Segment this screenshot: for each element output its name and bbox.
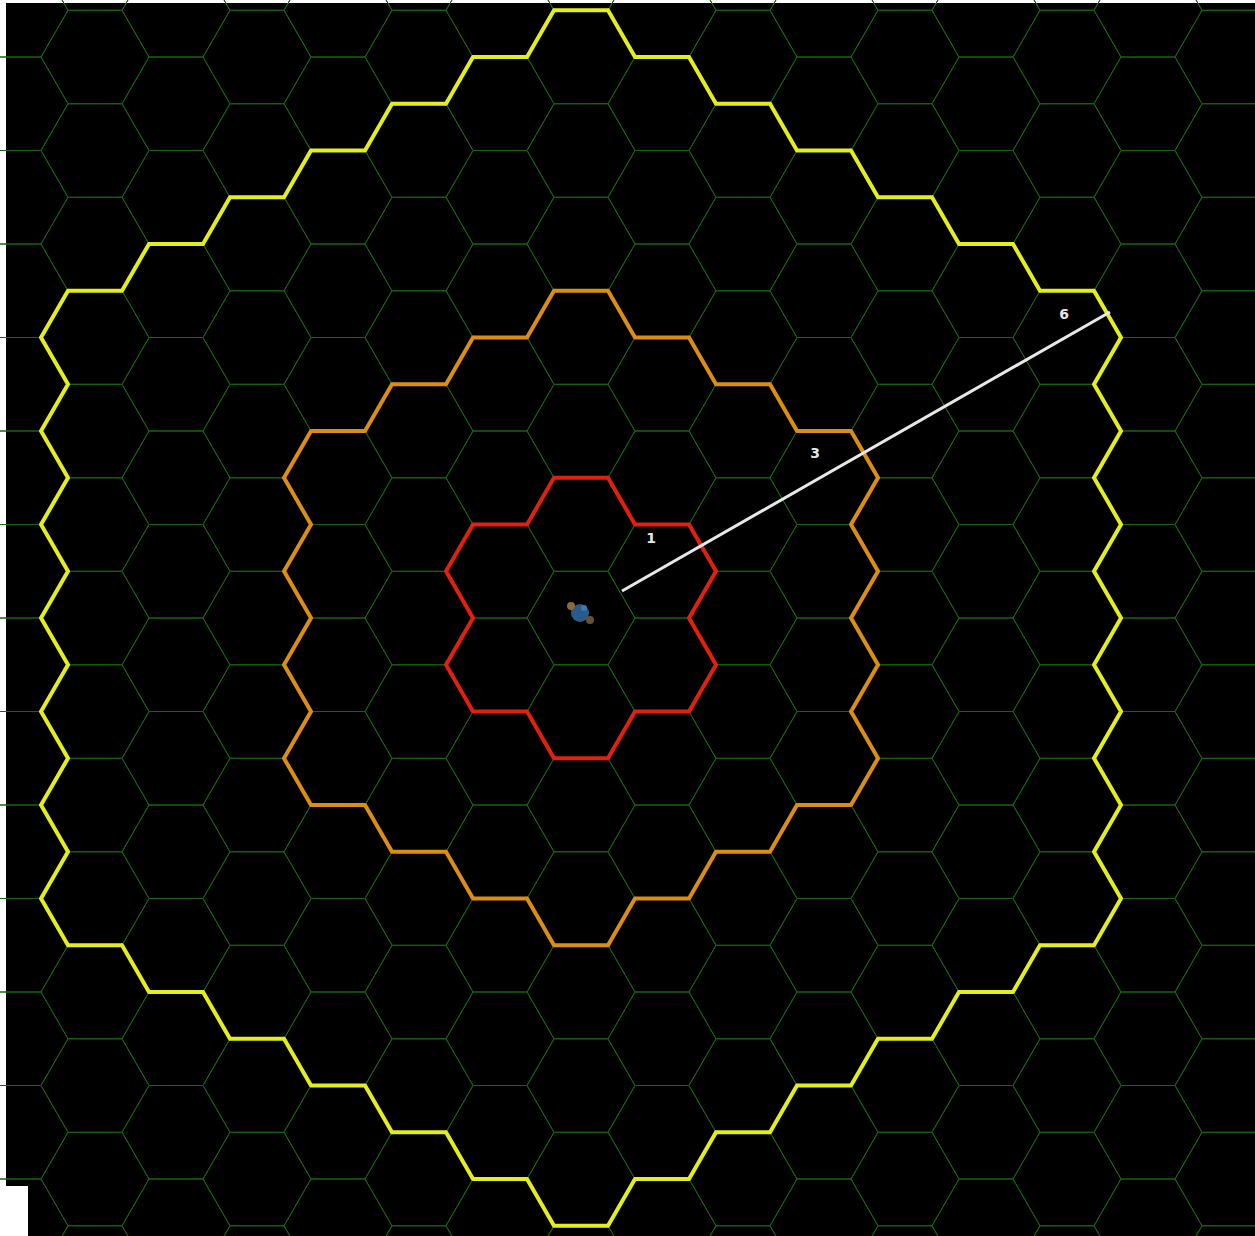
range-number: 3 bbox=[808, 445, 822, 461]
range-ruler bbox=[622, 312, 1110, 591]
range-ring bbox=[446, 478, 716, 759]
range-ring bbox=[41, 10, 1121, 1226]
range-number: 6 bbox=[1057, 306, 1071, 322]
corner-notch bbox=[0, 1186, 28, 1236]
range-number: 1 bbox=[644, 530, 658, 546]
map-ground bbox=[6, 3, 1255, 1236]
unit-token bbox=[567, 602, 594, 624]
range-rings bbox=[41, 10, 1121, 1226]
range-ring bbox=[284, 291, 878, 946]
